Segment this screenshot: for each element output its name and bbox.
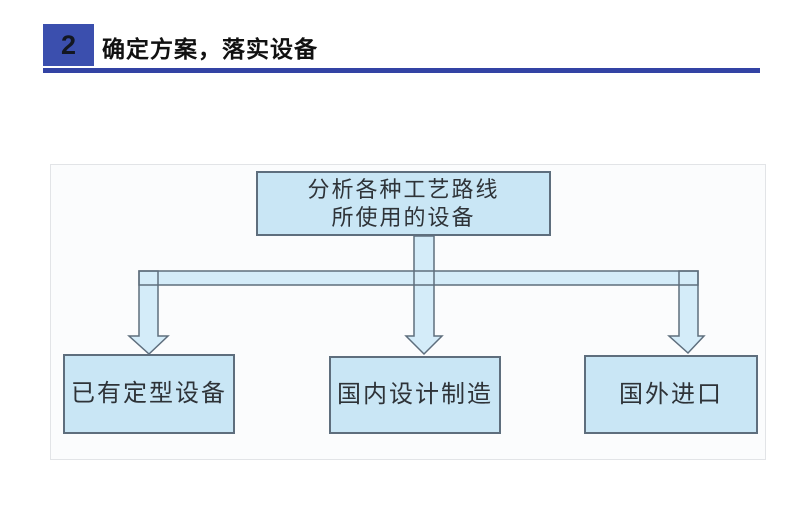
section-number-badge: 2 [43, 24, 94, 66]
child-box-label: 国内设计制造 [337, 382, 493, 408]
root-box-line2: 所使用的设备 [331, 204, 476, 230]
root-box: 分析各种工艺路线 所使用的设备 [256, 171, 551, 236]
child-box-domestic-design: 国内设计制造 [329, 356, 501, 434]
section-title: 确定方案，落实设备 [102, 36, 318, 62]
child-box-foreign-import: 国外进口 [584, 355, 758, 434]
arrow-down-left [129, 271, 168, 354]
arrow-down-right-outline [667, 270, 706, 355]
child-box-label: 国外进口 [619, 381, 723, 408]
child-box-label: 已有定型设备 [71, 381, 227, 407]
root-box-line1: 分析各种工艺路线 [307, 177, 500, 202]
diagram-panel: 分析各种工艺路线 所使用的设备 已有定型设备 国内设计制造 国外进口 [50, 164, 766, 460]
header-underline [43, 68, 760, 73]
arrow-down-middle-outline [404, 235, 444, 356]
flow-connector [127, 235, 706, 356]
child-box-existing-equipment: 已有定型设备 [63, 354, 235, 434]
arrow-down-middle [406, 236, 442, 354]
arrow-down-left-outline [127, 270, 170, 356]
arrow-down-right [669, 271, 704, 353]
